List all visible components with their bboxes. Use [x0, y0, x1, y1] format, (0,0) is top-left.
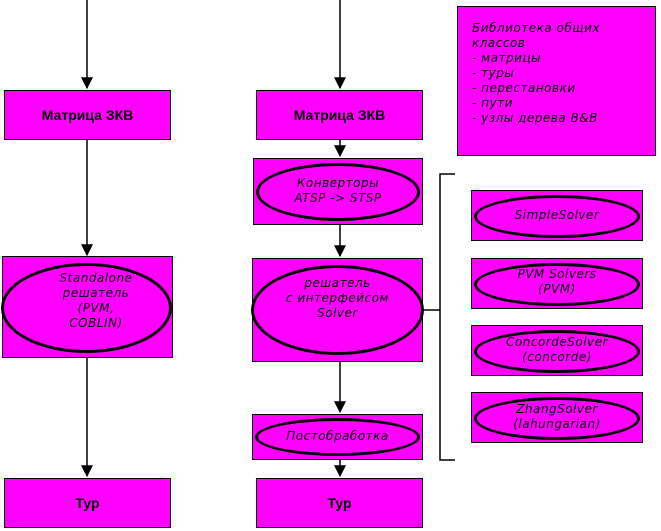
mid-solver-ellipse — [251, 265, 424, 355]
mid-post-ellipse — [255, 418, 420, 456]
mid-converters-box: Конверторы ATSP -> STSP — [253, 158, 423, 225]
left-matrix-label: Матрица ЗКВ — [41, 107, 134, 123]
mid-converters-ellipse — [256, 163, 420, 221]
solver-box-concorde: ConcordeSolver (concorde) — [471, 325, 643, 376]
left-solver-box: Standalone решатель (PVM, COBLIN) — [1, 256, 173, 358]
solvers-bracket — [439, 173, 455, 461]
solver-box-pvm: PVM Solvers (PVM) — [471, 258, 643, 309]
left-solver-label: Standalone решатель (PVM, COBLIN) — [59, 271, 133, 330]
solver-ellipse-zhang — [474, 397, 640, 440]
solver-ellipse-concorde — [474, 330, 640, 373]
library-box: Библиотека общих классов - матрицы - тур… — [457, 6, 656, 156]
library-text: Библиотека общих классов - матрицы - тур… — [472, 21, 600, 125]
left-tour-label: Тур — [75, 495, 100, 511]
left-solver-ellipse — [1, 263, 172, 353]
mid-tour-label: Тур — [327, 495, 352, 511]
solver-ellipse-simple — [474, 195, 640, 238]
mid-matrix-label: Матрица ЗКВ — [293, 107, 386, 123]
solver-box-simple: SimpleSolver — [471, 190, 643, 241]
mid-tour-box: Тур — [256, 478, 423, 528]
mid-solver-label: решатель с интерфейсом Solver — [286, 276, 389, 320]
left-matrix-box: Матрица ЗКВ — [4, 90, 171, 140]
solver-label-concorde: ConcordeSolver (concorde) — [506, 335, 608, 364]
mid-post-label: Постобработка — [286, 429, 389, 443]
solver-label-pvm: PVM Solvers (PVM) — [517, 267, 597, 296]
mid-post-box: Постобработка — [252, 414, 423, 460]
mid-converters-label: Конверторы ATSP -> STSP — [294, 176, 382, 205]
solver-ellipse-pvm — [474, 263, 640, 306]
left-tour-box: Тур — [4, 478, 171, 528]
solver-box-zhang: ZhangSolver (lahungarian) — [471, 392, 643, 443]
solver-label-simple: SimpleSolver — [514, 208, 600, 222]
mid-solver-box: решатель с интерфейсом Solver — [251, 258, 424, 362]
mid-matrix-box: Матрица ЗКВ — [256, 90, 423, 140]
solver-label-zhang: ZhangSolver (lahungarian) — [513, 402, 601, 431]
